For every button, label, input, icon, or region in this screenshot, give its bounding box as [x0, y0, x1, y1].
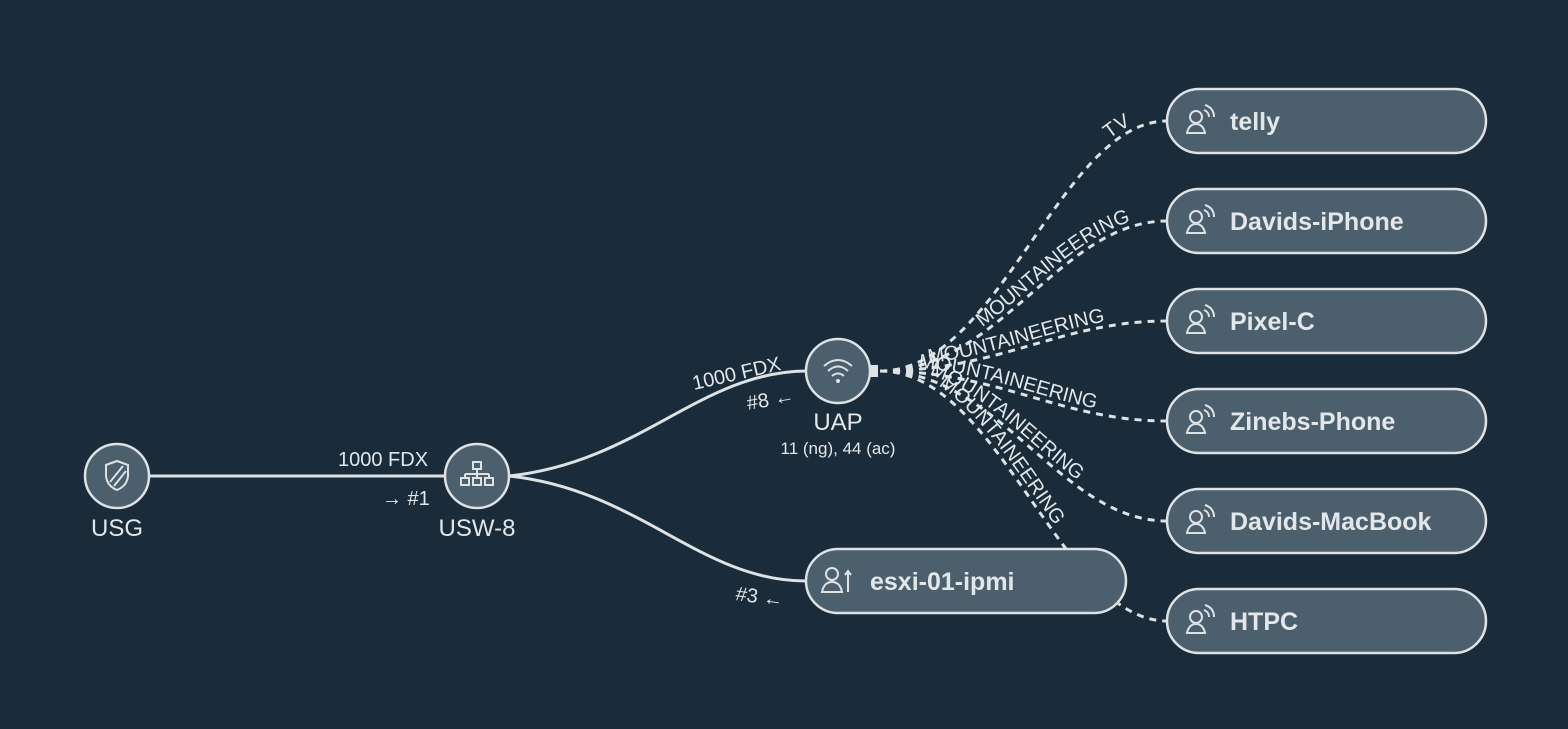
wireless-edge — [879, 369, 1168, 423]
usg-label: USG — [91, 515, 143, 542]
client-davids-macbook[interactable]: Davids-MacBook — [1165, 487, 1488, 555]
wireless-client-icon — [1185, 604, 1215, 634]
device-esxi-01-ipmi[interactable]: esxi-01-ipmi — [804, 547, 1128, 615]
edge-usw-esxi — [508, 474, 807, 583]
device-usg[interactable]: USG — [83, 442, 151, 542]
network-switch-icon — [460, 461, 494, 486]
wired-client-icon — [820, 567, 852, 593]
wireless-edge — [879, 369, 1168, 623]
ssid-label: MOUNTAINEERING — [972, 205, 1133, 331]
shield-icon — [105, 459, 129, 492]
device-uap[interactable]: UAP 11 (ng), 44 (ac) — [781, 337, 896, 458]
ssid-label: TV — [1099, 110, 1134, 143]
client-zinebs-phone[interactable]: Zinebs-Phone — [1165, 387, 1488, 455]
edge-usw-uap — [508, 369, 807, 478]
client-name: telly — [1230, 108, 1280, 136]
wireless-edges: TVMOUNTAINEERINGMOUNTAINEERINGMOUNTAINEE… — [879, 110, 1168, 623]
usw-uplink-speed: 1000 FDX — [338, 449, 428, 471]
client-name: Zinebs-Phone — [1230, 408, 1395, 436]
uap-channels: 11 (ng), 44 (ac) — [781, 439, 896, 458]
wireless-client-icon — [1185, 404, 1215, 434]
uap-label: UAP — [813, 409, 862, 436]
client-davids-iphone[interactable]: Davids-iPhone — [1165, 187, 1488, 255]
client-name: Pixel-C — [1230, 308, 1315, 336]
client-name: Davids-iPhone — [1230, 208, 1404, 236]
client-telly[interactable]: telly — [1165, 87, 1488, 155]
esxi-label: esxi-01-ipmi — [870, 568, 1015, 596]
usw-uplink-port: → #1 — [382, 488, 430, 510]
wireless-edge — [879, 219, 1168, 373]
client-name: HTPC — [1230, 608, 1298, 636]
antenna-port — [870, 365, 878, 377]
wireless-client-icon — [1185, 304, 1215, 334]
wireless-edge — [879, 119, 1168, 373]
client-pixel-c[interactable]: Pixel-C — [1165, 287, 1488, 355]
wifi-icon — [823, 359, 853, 383]
wireless-client-icon — [1185, 104, 1215, 134]
wireless-edge — [879, 369, 1168, 523]
client-htpc[interactable]: HTPC — [1165, 587, 1488, 655]
usw-label: USW-8 — [439, 515, 516, 542]
wireless-edge — [879, 319, 1168, 373]
esxi-uplink-port: #3 ← — [734, 583, 784, 611]
wireless-client-icon — [1185, 204, 1215, 234]
uap-uplink-port: #8 ← — [745, 385, 796, 415]
client-name: Davids-MacBook — [1230, 508, 1432, 536]
device-usw-8[interactable]: USW-8 — [439, 442, 516, 542]
wireless-client-icon — [1185, 504, 1215, 534]
